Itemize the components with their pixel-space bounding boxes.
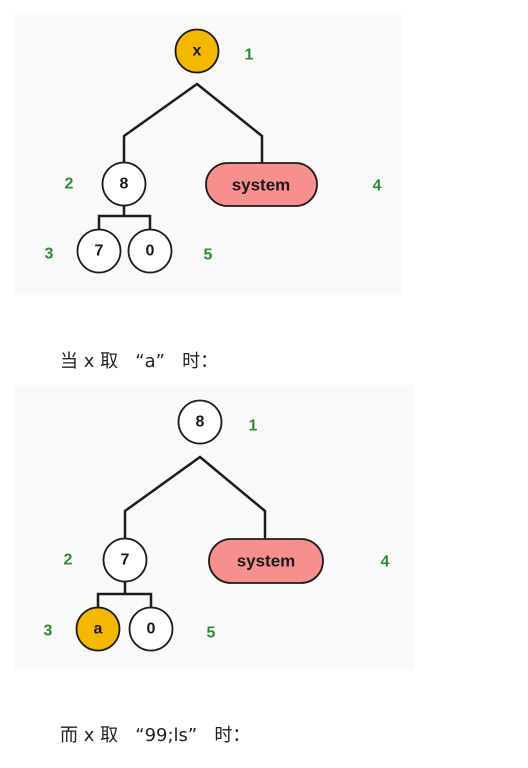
tree2-left-node — [102, 537, 148, 583]
tree1-leaf-right-node — [127, 228, 173, 274]
tree1-root-label: x — [193, 43, 202, 60]
tree1-number-5: 5 — [204, 247, 213, 264]
tree2-number-5: 5 — [207, 625, 216, 642]
tree2-number-4: 4 — [381, 554, 390, 571]
tree2-leaf-left-node — [75, 606, 121, 652]
edge-leaf-branch — [97, 204, 152, 232]
tree2-root-label: 8 — [196, 414, 205, 431]
tree1-left-node — [101, 161, 147, 207]
tree1-system-node — [205, 162, 318, 207]
tree2-leaf-right-node — [128, 606, 174, 652]
tree1-number-2: 2 — [65, 176, 74, 193]
tree2-leaf-right-label: 0 — [147, 621, 156, 638]
tree1-leaf-left-label: 7 — [95, 243, 104, 260]
tree2-root-node — [177, 399, 223, 445]
tree2-number-1: 1 — [249, 418, 258, 435]
tree-diagram-1-svg: x 8 system 7 0 1 2 3 4 5 — [45, 28, 382, 274]
caption-1: 当 x 取 “a” 时： — [60, 351, 219, 372]
tree2-number-3: 3 — [44, 623, 53, 640]
tree2-left-label: 7 — [121, 552, 130, 569]
tree1-root-node — [174, 28, 220, 74]
tree2-number-2: 2 — [64, 552, 73, 569]
edge-root-branch — [122, 82, 264, 164]
edge-root-branch — [123, 455, 267, 539]
tree2-system-node — [208, 538, 324, 584]
tree-diagram-1: x 8 system 7 0 1 2 3 4 5 — [14, 15, 402, 295]
tree1-leaf-right-label: 0 — [146, 243, 155, 260]
tree-diagram-2-svg: 8 7 system a 0 1 2 3 4 5 — [44, 399, 390, 652]
tree1-number-3: 3 — [45, 246, 54, 263]
edge-leaf-branch — [96, 580, 153, 610]
tree1-number-1: 1 — [245, 47, 254, 64]
tree1-system-label: system — [232, 176, 291, 195]
caption-2: 而 x 取 “99;ls” 时： — [60, 725, 251, 746]
tree1-leaf-left-node — [76, 228, 122, 274]
tree1-number-4: 4 — [373, 178, 382, 195]
tree2-leaf-left-label: a — [94, 621, 103, 638]
tree2-system-label: system — [237, 552, 296, 571]
tree1-left-label: 8 — [120, 176, 129, 193]
tree-diagram-2: 8 7 system a 0 1 2 3 4 5 — [14, 385, 414, 669]
